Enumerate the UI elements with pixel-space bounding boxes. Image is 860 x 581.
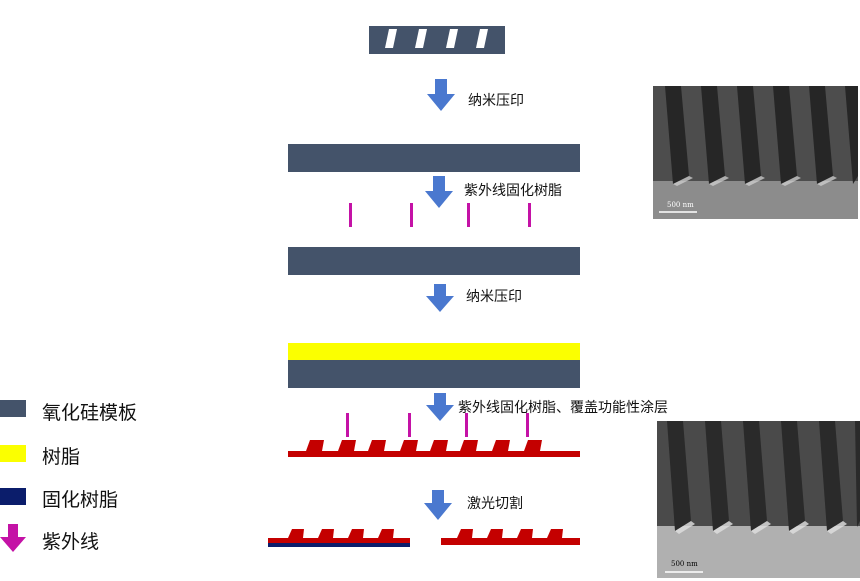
legend-label-resin: 树脂 <box>42 446 81 468</box>
legend-swatch-cured-resin <box>0 488 26 505</box>
step-label-nanoimprint-1: 纳米压印 <box>468 93 524 109</box>
uv-line <box>528 203 531 227</box>
sem-image-1: 500 nm <box>653 86 858 219</box>
uv-line <box>410 203 413 227</box>
legend-swatch-resin <box>0 445 26 462</box>
legend: 氧化硅模板 树脂 固化树脂 紫外线 <box>0 396 200 566</box>
final-piece-right <box>441 529 580 545</box>
step-label-nanoimprint-2: 纳米压印 <box>466 289 522 305</box>
legend-label-uv: 紫外线 <box>42 531 100 553</box>
final-piece-left <box>268 529 410 547</box>
legend-label-template: 氧化硅模板 <box>42 402 138 424</box>
sem-grating-svg-2 <box>657 421 860 578</box>
sem-image-2: 500 nm <box>657 421 860 578</box>
legend-label-cured-resin: 固化树脂 <box>42 489 119 511</box>
flow-down-arrow-icon <box>424 490 452 520</box>
uv-line <box>465 413 468 437</box>
uv-down-arrow-icon <box>0 524 26 552</box>
step-label-laser-cut: 激光切割 <box>467 496 523 512</box>
template-slab-1 <box>288 144 580 172</box>
flow-down-arrow-icon <box>425 176 453 208</box>
template-slab-3 <box>288 360 580 388</box>
uv-line <box>349 203 352 227</box>
flow-down-arrow-icon <box>427 79 455 111</box>
template-slab-2 <box>288 247 580 275</box>
uv-line <box>467 203 470 227</box>
resin-layer <box>288 343 580 360</box>
sem-grating-svg-1 <box>653 86 858 219</box>
uv-line <box>526 413 529 437</box>
scale-label-1: 500 nm <box>667 201 694 209</box>
flow-down-arrow-icon <box>426 393 454 421</box>
scale-label-2: 500 nm <box>671 560 698 568</box>
step-label-uv-cure-coating: 紫外线固化树脂、覆盖功能性涂层 <box>458 400 668 416</box>
flow-down-arrow-icon <box>426 284 454 312</box>
top-template-grating <box>369 26 505 54</box>
template-grating-svg <box>369 26 505 54</box>
step-label-uv-cure: 紫外线固化树脂 <box>464 183 562 199</box>
cured-grating-structure <box>288 440 580 457</box>
legend-swatch-template <box>0 400 26 417</box>
uv-line <box>346 413 349 437</box>
uv-line <box>408 413 411 437</box>
